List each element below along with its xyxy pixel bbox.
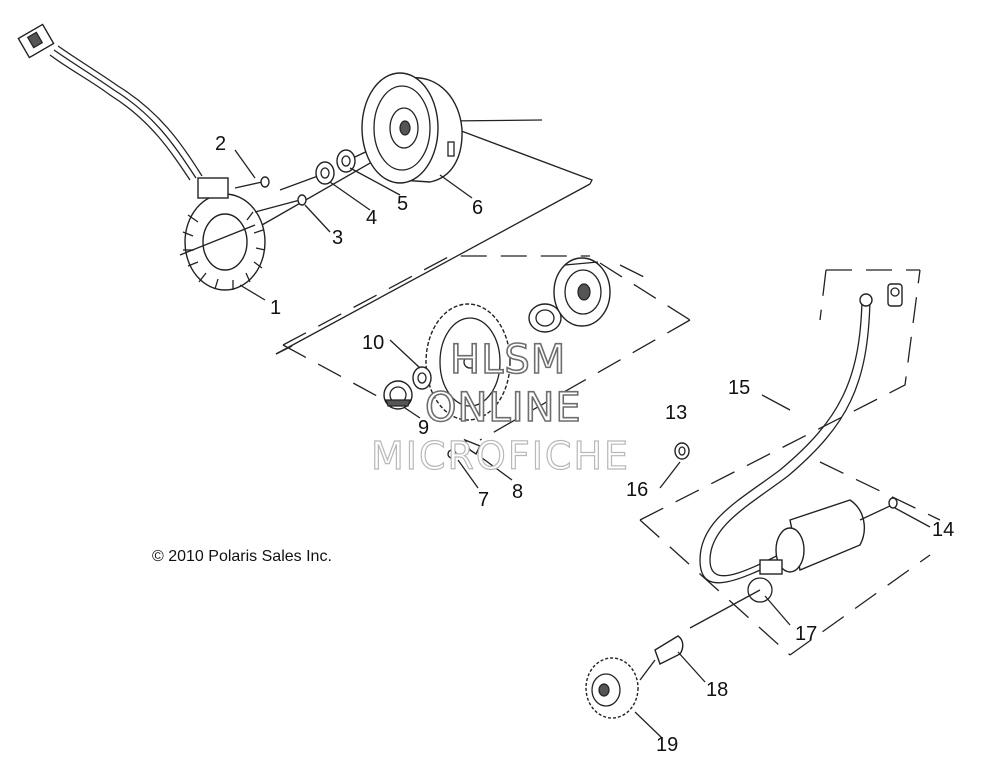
screw-3 [254, 194, 307, 213]
callout-8: 8 [512, 481, 524, 503]
callout-15: 15 [728, 377, 751, 399]
washer-10 [412, 366, 432, 390]
callout-18: 18 [706, 679, 729, 701]
callout-14: 14 [932, 519, 955, 541]
group-outline-starter-clutch [282, 255, 691, 441]
callout-9: 9 [418, 417, 430, 439]
callout-5: 5 [397, 193, 409, 215]
starter-motor [747, 497, 898, 603]
pin-7 [447, 449, 457, 459]
screw-2 [234, 176, 270, 189]
group-outline-starter [639, 269, 941, 656]
pin-18 [654, 589, 761, 665]
callout-17: 17 [795, 623, 818, 645]
copyright-notice: © 2010 Polaris Sales Inc. [152, 548, 332, 565]
stator [17, 23, 266, 291]
bearing-13 [528, 303, 562, 333]
bearing-9 [383, 380, 413, 410]
flywheel [361, 72, 463, 184]
leader-lines [234, 149, 931, 739]
clip-8 [463, 438, 481, 456]
starter-cable [699, 283, 903, 584]
callout-10: 10 [362, 332, 385, 354]
nut-4 [279, 161, 335, 191]
callout-2: 2 [215, 133, 227, 155]
gear-19 [585, 657, 656, 719]
callout-1: 1 [270, 297, 282, 319]
callout-13: 13 [665, 402, 688, 424]
watermark-line-1: HLSM [449, 337, 567, 383]
callout-16: 16 [626, 479, 649, 501]
starter-clutch [553, 257, 611, 327]
callout-7: 7 [478, 489, 490, 511]
callout-19: 19 [656, 734, 679, 756]
callout-3: 3 [332, 227, 344, 249]
callout-6: 6 [472, 197, 484, 219]
watermark-line-2: ONLINE [424, 385, 582, 431]
nut-16 [674, 442, 690, 460]
starter-ring-gear [425, 303, 511, 421]
callout-4: 4 [366, 207, 378, 229]
watermark-line-3: MICROFICHE [370, 434, 631, 478]
